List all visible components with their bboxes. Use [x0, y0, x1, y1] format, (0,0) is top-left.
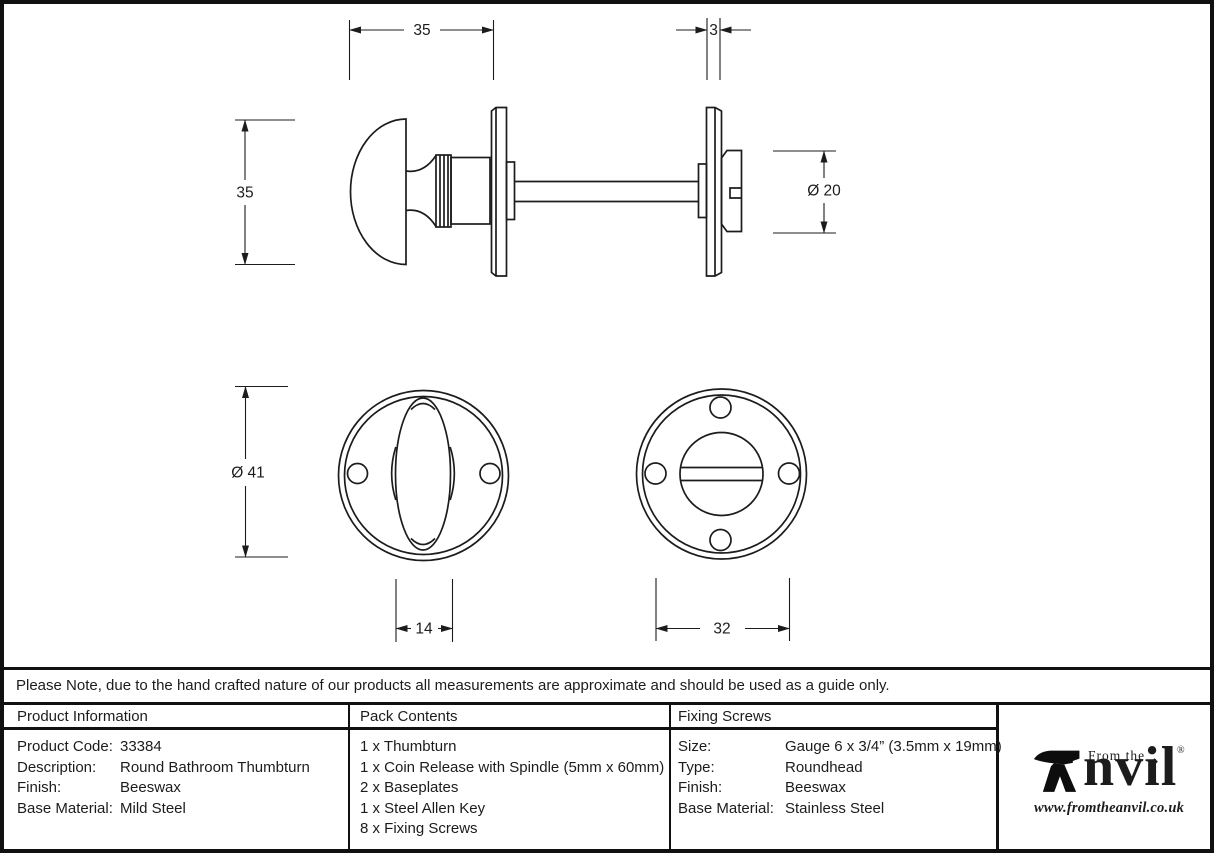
list-item: 1 x Steel Allen Key: [360, 799, 486, 817]
info-table: Product Information Product Code: 33384 …: [4, 705, 1210, 849]
left-baseplate: [490, 106, 508, 277]
rose-inner: [343, 395, 504, 556]
table-row: Description: Round Bathroom Thumbturn: [17, 758, 310, 776]
knob-neck-top: [405, 155, 437, 173]
screw-hole: [346, 462, 369, 485]
side-view: [349, 106, 743, 277]
product-information-column: Product Information Product Code: 33384 …: [4, 705, 350, 849]
brand-cell: From the ◆ ® nvil www.fromtheanvil.co.uk: [999, 705, 1210, 849]
list-item: 8 x Fixing Screws: [360, 820, 478, 838]
logo-website: www.fromtheanvil.co.uk: [1033, 800, 1185, 816]
table-row: Finish: Beeswax: [678, 779, 846, 797]
oval-tip-top: [410, 402, 436, 411]
disclaimer-text: Please Note, due to the hand crafted nat…: [16, 677, 890, 694]
disclaimer-note: Please Note, due to the hand crafted nat…: [4, 667, 1210, 705]
spindle-collar-right: [697, 163, 708, 219]
oval-tip-bottom: [410, 537, 436, 546]
technical-drawing: 35 3 35 Ø 20 Ø 41 14 32: [231, 18, 841, 642]
anvil-icon: [1033, 750, 1080, 792]
column-header: Fixing Screws: [671, 705, 996, 730]
dim-turn-width: 14: [415, 621, 433, 638]
hub-bump-left: [390, 446, 397, 501]
dim-release-diameter: Ø 20: [807, 183, 841, 200]
column-header: Product Information: [4, 705, 348, 730]
pack-contents-column: Pack Contents 1 x Thumbturn 1 x Coin Rel…: [350, 705, 671, 849]
spindle-collar-left: [505, 161, 516, 221]
right-baseplate: [705, 106, 723, 277]
table-row: Product Code: 33384: [17, 738, 162, 755]
coin-turn: [679, 431, 764, 517]
knob-neck-bottom: [405, 209, 437, 227]
rose-outer: [635, 388, 808, 560]
list-item: 1 x Coin Release with Spindle (5mm x 60m…: [360, 758, 665, 776]
hub-bump-right: [449, 446, 456, 501]
dim-plate-thickness: 3: [709, 22, 718, 39]
thumbturn-oval: [394, 397, 452, 551]
column-header: Pack Contents: [350, 705, 669, 730]
table-row: Base Material: Mild Steel: [17, 799, 186, 817]
coin-release-front-view: [635, 388, 808, 560]
table-row: Type: Roundhead: [678, 758, 863, 776]
fixing-screws-column: Fixing Screws Size: Gauge 6 x 3/4” (3.5m…: [671, 705, 1002, 849]
table-row: Size: Gauge 6 x 3/4” (3.5mm x 19mm): [678, 738, 1002, 755]
knob-dome: [349, 118, 407, 266]
list-item: 1 x Thumbturn: [360, 738, 457, 755]
logo-wordmark: nvil: [1083, 736, 1178, 798]
dimension-lines: [235, 18, 836, 642]
coin-slot-side: [729, 187, 742, 199]
dim-knob-depth: 35: [413, 22, 430, 39]
list-item: 2 x Baseplates: [360, 779, 459, 797]
dim-knob-height: 35: [236, 185, 253, 202]
dim-rose-diameter: Ø 41: [231, 465, 265, 482]
screw-hole: [709, 528, 732, 552]
screw-hole: [709, 396, 732, 419]
diamond-icon: ◆: [1151, 756, 1158, 766]
screw-hole: [479, 462, 501, 485]
from-the-anvil-logo: From the ◆ ® nvil www.fromtheanvil.co.uk: [1031, 736, 1191, 823]
table-row: Finish: Beeswax: [17, 779, 181, 797]
dim-fixing-centres: 32: [713, 621, 730, 638]
dimension-labels: 35 3 35 Ø 20 Ø 41 14 32: [231, 22, 841, 638]
registered-mark: ®: [1177, 745, 1185, 756]
rose-outer: [337, 389, 510, 562]
thumbturn-front-view: [337, 389, 510, 562]
screw-hole: [644, 462, 667, 485]
logo-tagline: From the: [1088, 748, 1146, 763]
table-row: Base Material: Stainless Steel: [678, 799, 885, 817]
coin-release-side: [720, 149, 743, 233]
screw-hole: [777, 462, 801, 485]
knob-barrel: [450, 156, 491, 225]
rose-inner: [641, 394, 802, 554]
